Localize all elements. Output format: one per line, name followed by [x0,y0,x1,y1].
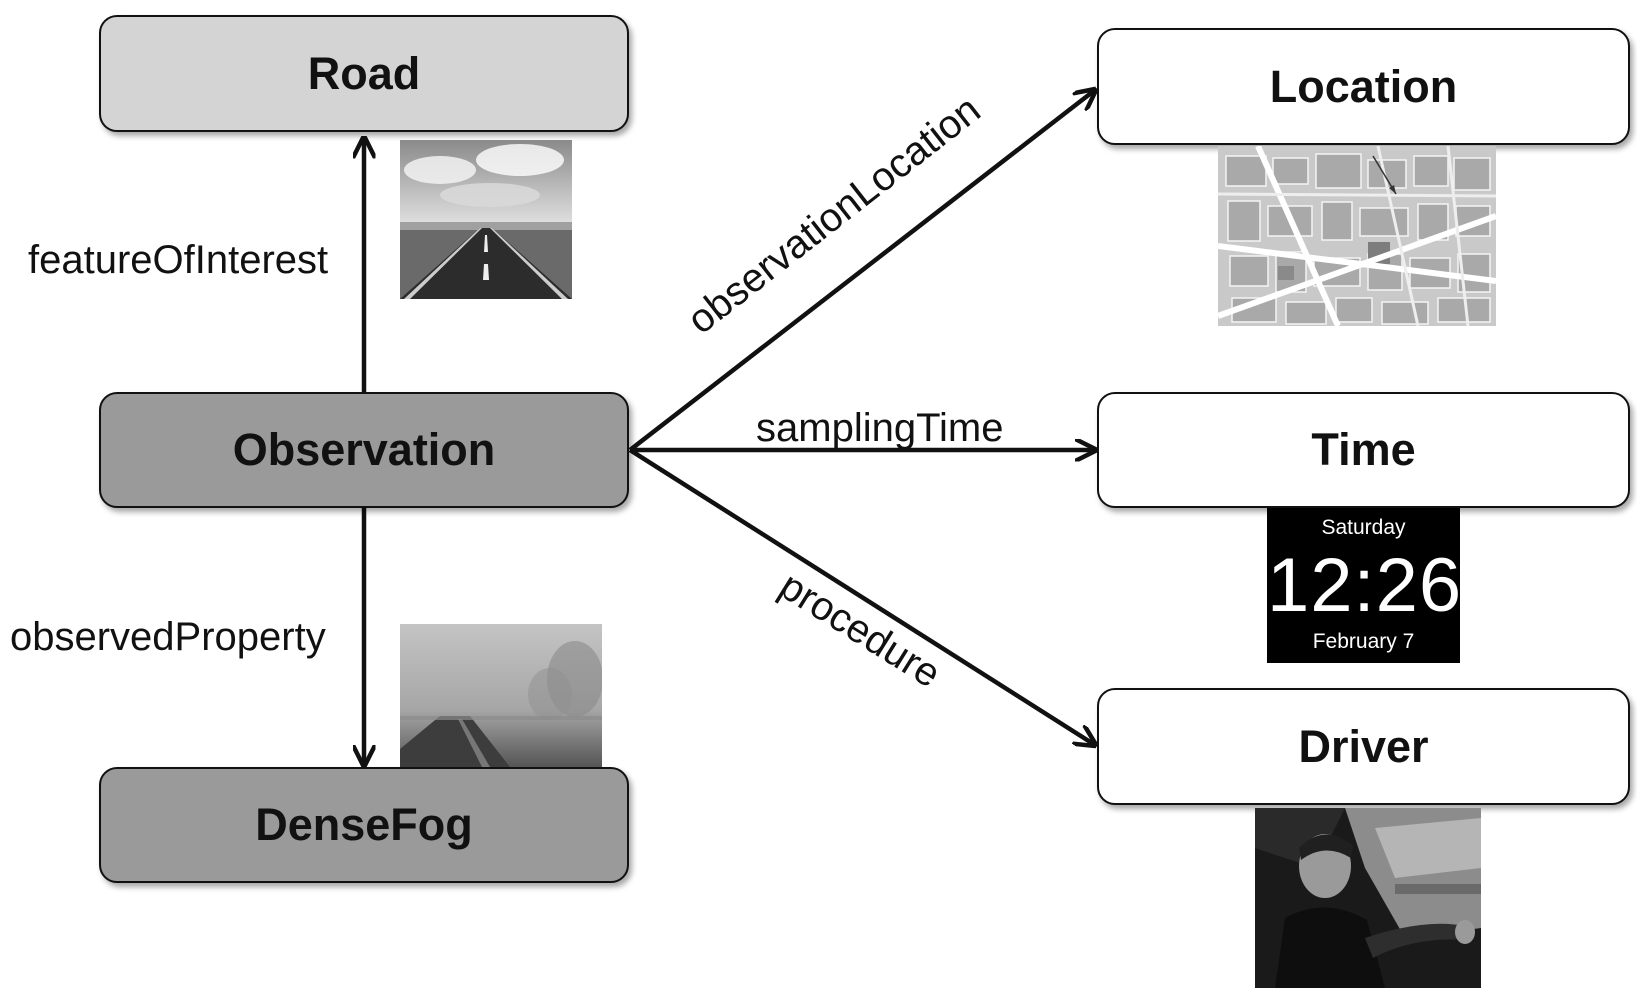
edge-observation-location [628,90,1095,452]
clock-time: 12:26 [1267,543,1463,628]
node-road: Road [99,15,629,132]
clock-date: February 7 [1312,630,1415,653]
node-location: Location [1097,28,1630,145]
node-dense-fog: DenseFog [99,767,629,883]
location-map-image [1218,146,1496,326]
node-observation-label: Observation [232,424,496,475]
node-road-label: Road [307,47,421,99]
edge-procedure [628,448,1095,745]
label-sampling-time: samplingTime [756,406,1004,450]
node-driver: Driver [1097,688,1630,805]
node-time: Time [1097,392,1630,508]
clock-image: Saturday 12:26 February 7 [1267,508,1463,663]
road-image [400,140,572,299]
label-observed-property: observedProperty [10,615,326,659]
fog-image [400,624,602,767]
label-feature-of-interest: featureOfInterest [28,238,329,282]
node-dense-fog-label: DenseFog [255,799,473,850]
driver-image [1255,808,1481,988]
node-observation: Observation [99,392,629,508]
clock-day: Saturday [1321,516,1406,539]
node-location-label: Location [1269,60,1458,112]
node-driver-label: Driver [1298,720,1429,772]
node-time-label: Time [1311,424,1416,475]
